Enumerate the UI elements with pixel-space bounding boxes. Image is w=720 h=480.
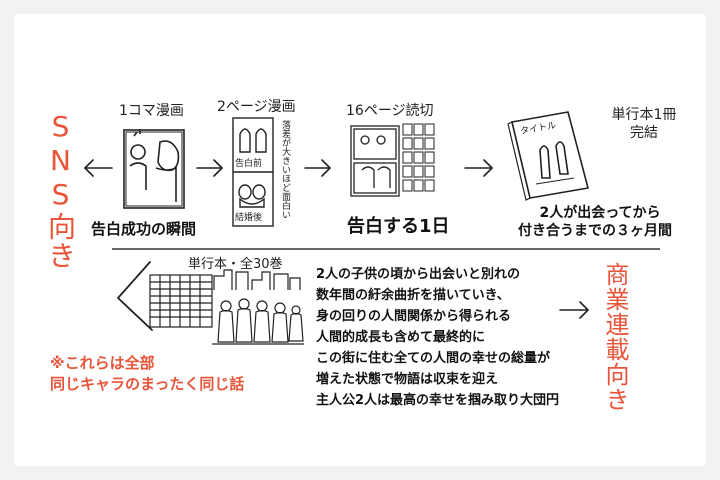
stage4-caption-line1: 2人が出会ってから <box>539 205 661 221</box>
two-page-art <box>232 117 274 227</box>
stage3-caption: 告白する1日 <box>347 216 450 237</box>
series-description-line: 身の回りの人間関係から得られる <box>316 309 512 324</box>
book-stack-art <box>149 274 213 328</box>
stage1-label: 1コマ漫画 <box>119 103 184 119</box>
note-line1: ※これらは全部 <box>50 354 155 372</box>
series-description-line: 増えた状態で物語は収束を迎え <box>316 372 499 387</box>
series-description-line: 数年間の紆余曲折を描いていき、 <box>316 288 510 303</box>
series-description-line: この街に住む全ての人間の幸せの総量が <box>316 351 551 366</box>
series-description-line: 2人の子供の頃から出会いと別れの <box>316 267 521 282</box>
stage4-label-line1: 単行本1冊 <box>611 107 677 123</box>
crowd-town-art <box>212 269 304 345</box>
arrow-left-sns <box>84 159 113 177</box>
stage1-caption: 告白成功の瞬間 <box>91 220 197 238</box>
stage4-label-line2: 完結 <box>630 125 658 141</box>
stage2-note: 落差が大きいほど面白い <box>280 120 290 219</box>
stage2-label: 2ページ漫画 <box>217 99 296 115</box>
arrow-3-to-4 <box>464 159 493 177</box>
stage4-caption-line2: 付き合うまでの３ヶ月間 <box>518 223 672 239</box>
sixteen-page-art <box>350 123 435 197</box>
arrow-2-to-3 <box>304 159 331 177</box>
diagram-card <box>14 14 706 466</box>
commercial-label: 商業連載向き <box>601 262 629 412</box>
series-description: 2人の子供の頃から出会いと別れの 数年間の紆余曲折を描いていき、 身の回りの人間… <box>316 264 559 411</box>
stage2-panel-bottom: 結婚後 <box>234 210 264 223</box>
series-label: 単行本・全30巻 <box>188 257 283 272</box>
single-panel-art <box>123 129 185 209</box>
stage3-label: 16ページ読切 <box>346 103 434 119</box>
arrow-right-commercial <box>559 301 589 319</box>
book-cover-art <box>507 111 589 201</box>
arrow-1-to-2 <box>196 159 223 177</box>
series-description-line: 主人公2人は最高の幸せを掴み取り大団円 <box>316 393 560 408</box>
note-line2: 同じキャラのまったく同じ話 <box>50 375 245 393</box>
series-description-line: 人間的成長も含めて最終的に <box>316 330 486 345</box>
big-chevron-arrow <box>117 261 153 331</box>
sns-label: SNS向き <box>44 110 77 270</box>
stage2-panel-top: 告白前 <box>234 156 264 169</box>
